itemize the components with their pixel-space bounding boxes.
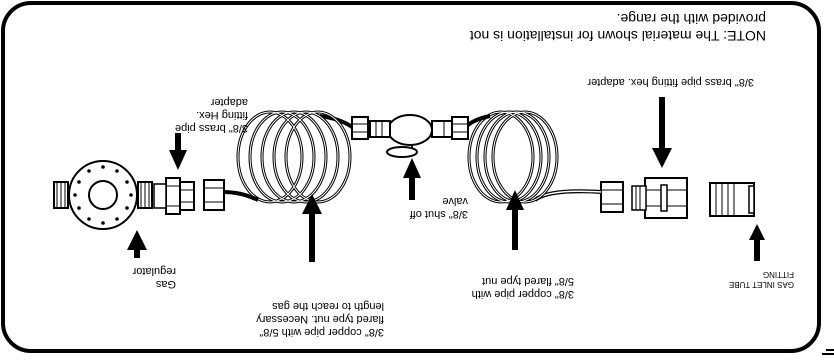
diagram-frame (1, 1, 821, 353)
arrow-gas-inlet-icon (749, 224, 765, 261)
label-shut-off-valve: 3/8" shut off valve (409, 195, 468, 220)
installation-note: NOTE: The material shown for installatio… (469, 11, 766, 44)
label-brass-adapter-left: 3/8" brass pipe fitting Hex. adapter (174, 96, 248, 134)
shut-off-valve-icon (369, 114, 453, 158)
copper-pipe-coil-left-icon (203, 110, 369, 211)
arrow-left-adapter-icon (169, 133, 187, 170)
label-copper-pipe-right: 3/8" copper pipe with 5/8" flared type n… (471, 275, 574, 300)
corner-mark (822, 349, 834, 355)
brass-hex-adapter-right-icon (631, 177, 688, 219)
arrow-right-pipe-icon (506, 190, 524, 250)
arrow-left-pipe-icon (302, 194, 322, 262)
arrow-valve-icon (403, 158, 421, 200)
label-brass-adapter-right: 3/8" brass pipe fitting hex. adapter (587, 76, 754, 88)
gas-regulator-icon (53, 160, 153, 230)
brass-hex-adapter-left-icon (153, 177, 195, 215)
arrow-regulator-icon (127, 230, 147, 258)
label-copper-pipe-left: 3/8" copper pipe with 5/8" flared type n… (256, 300, 384, 338)
label-gas-inlet: GAS INLET TUBE FITTING (728, 270, 794, 289)
arrow-right-adapter-icon (652, 97, 672, 168)
label-gas-regulator: Gas regulator (132, 265, 176, 290)
copper-pipe-coil-right-icon (451, 110, 624, 213)
gas-inlet-tube-fitting-icon (709, 182, 755, 217)
